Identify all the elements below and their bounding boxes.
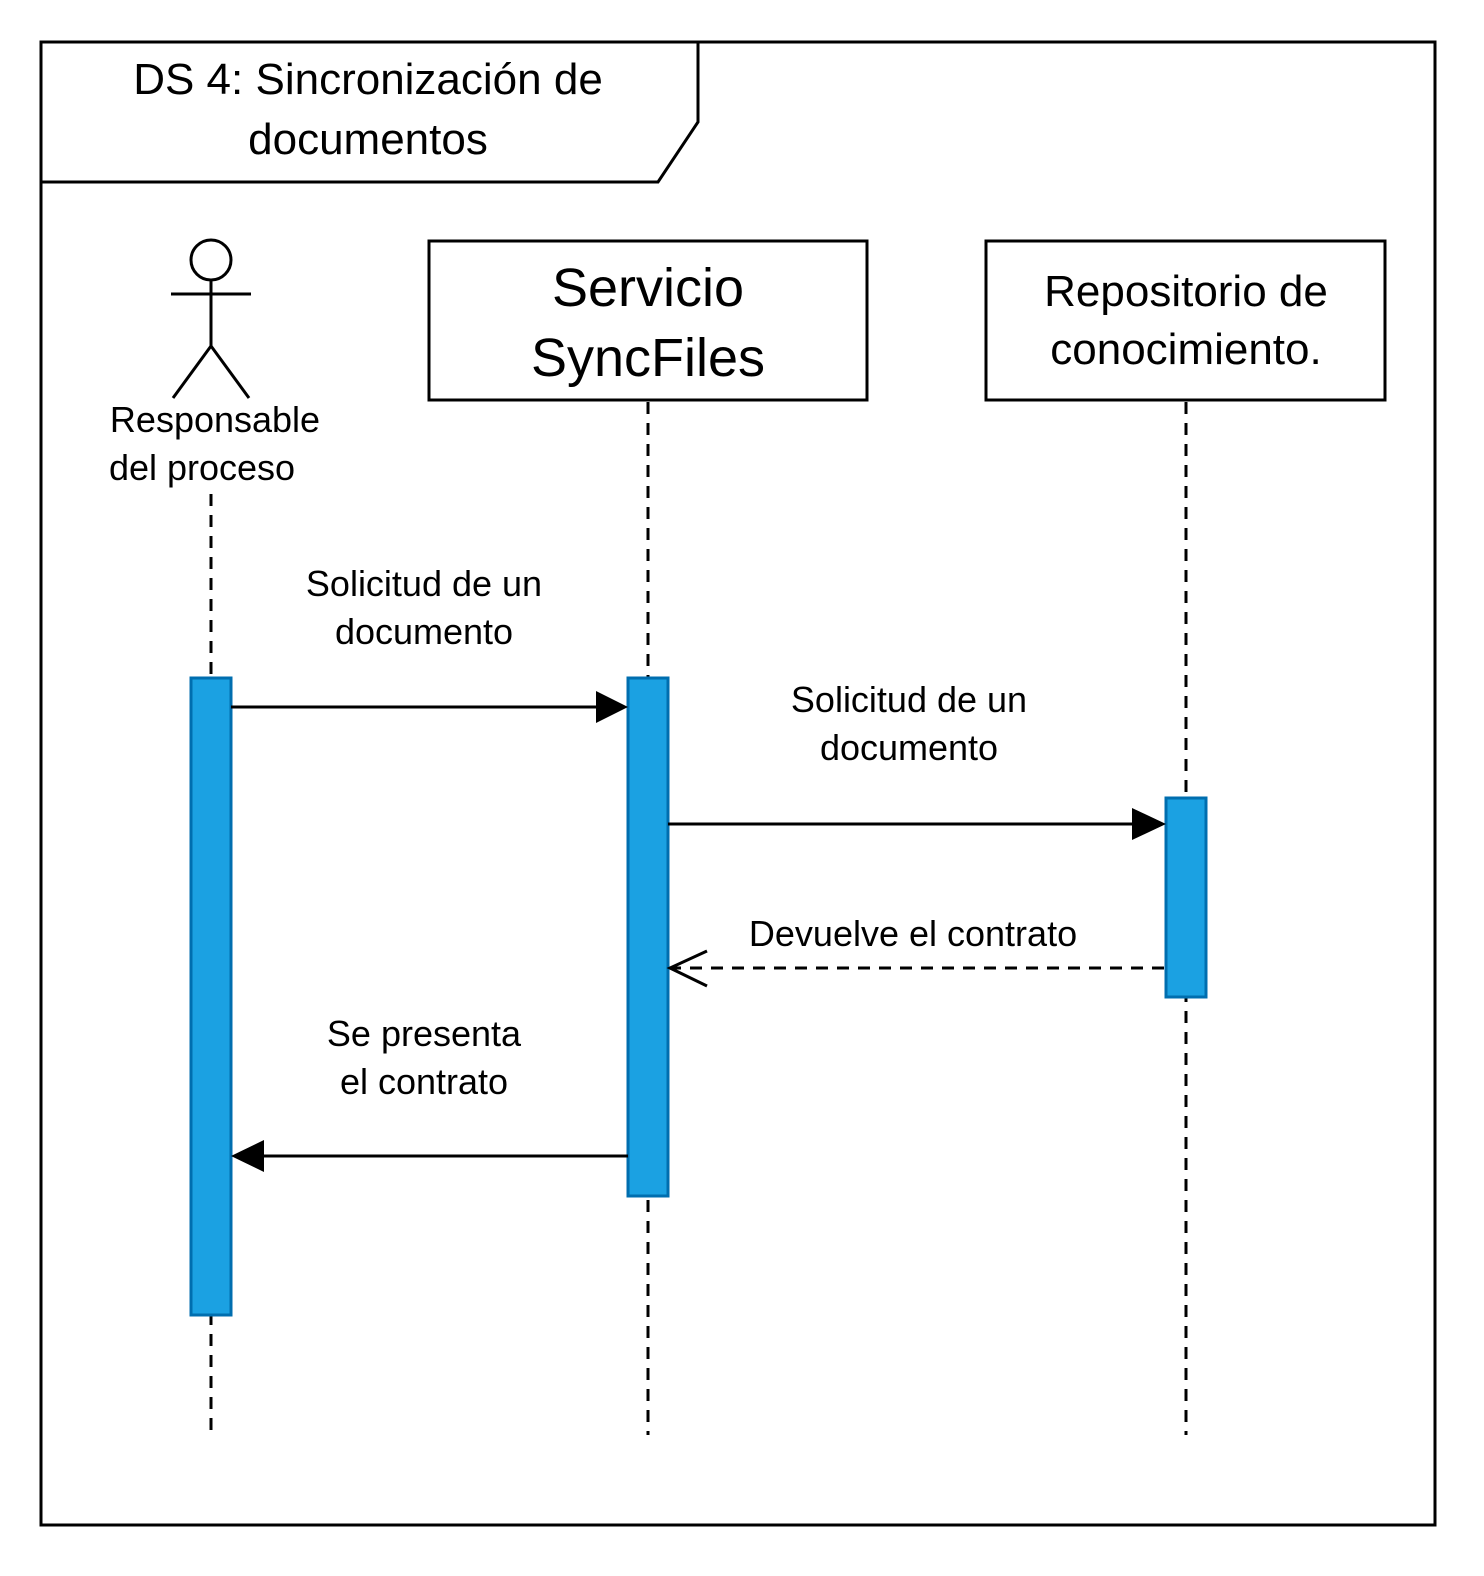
message-4-arrowhead bbox=[231, 1140, 264, 1172]
message-2-label-line2: documento bbox=[820, 727, 998, 768]
message-4-label-line1: Se presenta bbox=[327, 1013, 522, 1054]
message-3-arrowhead bbox=[666, 949, 708, 988]
message-1-arrowhead bbox=[596, 691, 628, 723]
activation-bar-repository bbox=[1164, 796, 1208, 999]
frame-title-line1: DS 4: Sincronización de bbox=[133, 55, 603, 104]
message-3-label: Devuelve el contrato bbox=[749, 913, 1077, 954]
participant-service-line2: SyncFiles bbox=[531, 328, 765, 388]
frame-title-tab bbox=[41, 42, 700, 184]
participant-service-line1: Servicio bbox=[552, 258, 744, 318]
message-1-label-line1: Solicitud de un bbox=[306, 563, 542, 604]
message-4-label-line2: el contrato bbox=[340, 1061, 508, 1102]
message-1-label-line2: documento bbox=[335, 611, 513, 652]
participant-repository-box bbox=[984, 239, 1387, 402]
message-2-label-line1: Solicitud de un bbox=[791, 679, 1027, 720]
actor-label-line1: Responsable bbox=[110, 399, 320, 440]
participant-service-box bbox=[427, 239, 869, 402]
activation-bar-actor bbox=[189, 676, 233, 1317]
activation-bar-service bbox=[626, 676, 670, 1198]
frame-title-line2: documentos bbox=[248, 115, 488, 164]
participant-repository-line2: conocimiento. bbox=[1050, 325, 1321, 374]
stick-figure-icon bbox=[171, 238, 251, 399]
participant-repository-line1: Repositorio de bbox=[1044, 267, 1328, 316]
actor-label-line2: del proceso bbox=[109, 447, 295, 488]
message-2-arrowhead bbox=[1132, 808, 1166, 840]
